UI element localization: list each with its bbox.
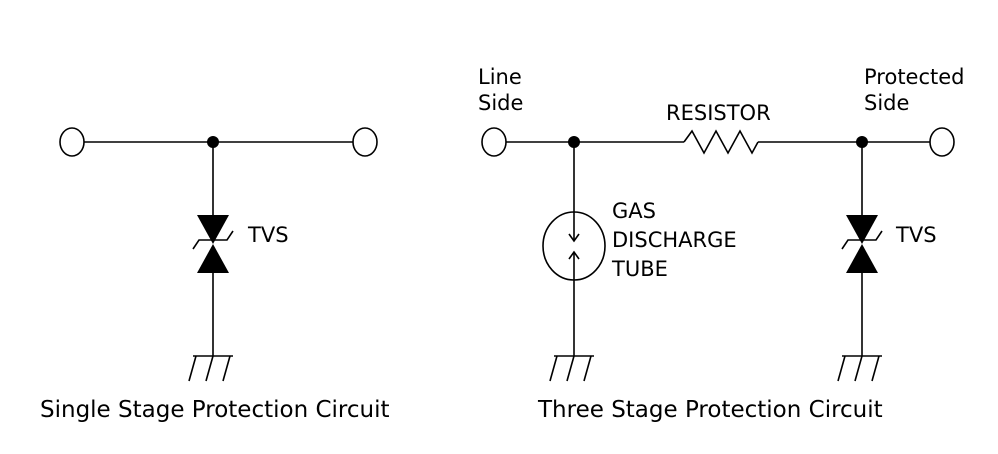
three-stage-caption: Three Stage Protection Circuit [537, 397, 883, 423]
resistor-label: RESISTOR [666, 101, 771, 125]
single-tvs-diode [192, 215, 234, 273]
single-output-terminal [352, 127, 378, 157]
line-side-label-line1: Line [478, 65, 522, 89]
gdt-label-line2: DISCHARGE [612, 228, 737, 252]
gdt-label-line1: GAS [612, 199, 656, 223]
single-input-terminal [59, 127, 85, 157]
single-ground-symbol [188, 355, 233, 382]
three-stage-circuit: Line Side Protected Side RESISTOR GAS [478, 65, 965, 423]
three-tvs-diode [841, 215, 883, 273]
resistor-symbol [683, 129, 759, 155]
protected-side-label-line2: Side [864, 91, 909, 115]
gdt-label-line3: TUBE [611, 257, 668, 281]
line-side-terminal [481, 127, 507, 157]
gas-discharge-tube [542, 211, 606, 281]
single-stage-caption: Single Stage Protection Circuit [40, 397, 390, 423]
three-tvs-ground-symbol [837, 355, 882, 382]
protected-side-terminal [929, 127, 955, 157]
single-tvs-label: TVS [247, 223, 289, 247]
single-stage-circuit: TVS Single Stage Protection Circuit [40, 127, 390, 423]
three-tvs-label: TVS [895, 223, 937, 247]
line-side-label-line2: Side [478, 91, 523, 115]
protected-side-label-line1: Protected [864, 65, 965, 89]
gdt-ground-symbol [549, 355, 594, 382]
